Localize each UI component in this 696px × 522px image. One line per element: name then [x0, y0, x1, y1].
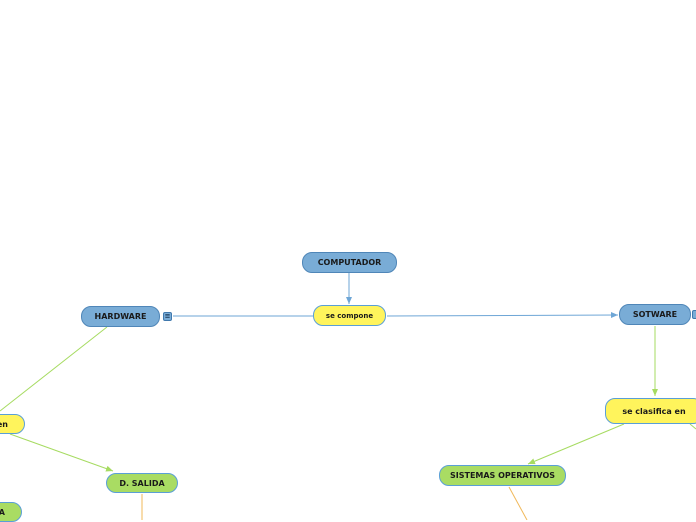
linker-se-clasifica-en[interactable]: se clasifica en	[605, 398, 696, 424]
linker-hardware-en-label: en	[0, 419, 8, 429]
node-d-salida[interactable]: D. SALIDA	[106, 473, 178, 493]
node-hardware[interactable]: HARDWARE	[81, 306, 160, 327]
link-seclasifica-sistemas	[527, 423, 625, 465]
link-seclasifica-offscreen	[689, 423, 696, 430]
node-sotware-label: SOTWARE	[632, 310, 678, 319]
node-computador-label: COMPUTADOR	[317, 258, 382, 267]
collapse-icon[interactable]: ≡	[163, 312, 172, 321]
node-d-salida-label: D. SALIDA	[119, 478, 165, 488]
collapse-icon[interactable]	[692, 310, 696, 319]
linker-hardware-en[interactable]: en	[0, 414, 25, 434]
node-hardware-label: HARDWARE	[94, 312, 147, 321]
linker-se-compone-label: se compone	[325, 311, 374, 320]
node-d-entrada[interactable]: A	[0, 502, 22, 522]
link-hardware-linker	[0, 326, 108, 412]
node-sotware[interactable]: SOTWARE	[619, 304, 691, 325]
node-sistemas-operativos-label: SISTEMAS OPERATIVOS	[449, 471, 556, 480]
linker-se-clasifica-en-label: se clasifica en	[622, 406, 686, 416]
node-d-entrada-label: A	[0, 508, 5, 517]
link-sistemas-down	[508, 486, 528, 520]
link-linker-dsalida	[9, 433, 114, 472]
link-secompone-sotware	[386, 312, 619, 319]
node-sistemas-operativos[interactable]: SISTEMAS OPERATIVOS	[439, 465, 566, 486]
node-computador[interactable]: COMPUTADOR	[302, 252, 397, 273]
linker-se-compone[interactable]: se compone	[313, 305, 386, 326]
